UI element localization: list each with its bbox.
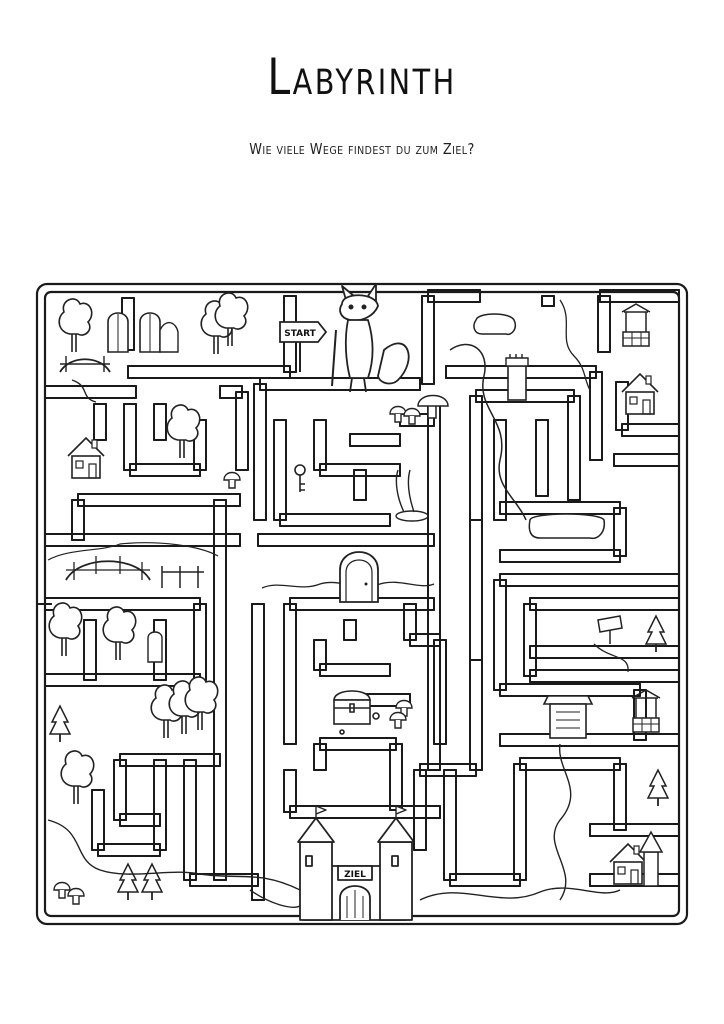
hedge-icon	[159, 322, 179, 353]
stump-icon	[147, 631, 163, 663]
river-icon	[559, 299, 591, 391]
goal-label: ZIEL	[344, 870, 366, 880]
river-icon	[593, 643, 629, 673]
page-title: Labyrinth	[267, 48, 457, 106]
tree-icon	[214, 292, 249, 347]
river-icon	[449, 343, 527, 521]
tree-icon	[58, 298, 93, 353]
signpost-icon	[597, 615, 623, 644]
mushroom-icon	[67, 887, 85, 905]
tree-icon	[647, 769, 669, 807]
tree-icon	[117, 863, 139, 901]
signpost-icon: START	[279, 321, 328, 372]
river-icon	[553, 743, 572, 901]
fox-icon	[331, 283, 410, 393]
mushroom-icon	[417, 394, 449, 419]
start-label: START	[284, 329, 316, 339]
tree-icon	[49, 705, 71, 743]
house-icon	[621, 373, 659, 415]
river-icon	[249, 889, 301, 908]
bridge-icon	[59, 356, 111, 403]
tree-icon	[141, 863, 163, 901]
tree-icon	[60, 750, 95, 805]
tree-icon	[184, 676, 219, 731]
mushroom-icon	[403, 407, 421, 425]
tower-icon	[505, 354, 529, 401]
mushroom-icon	[389, 711, 407, 729]
door-icon	[339, 551, 379, 603]
bridge-icon	[47, 542, 219, 581]
waterfall-icon	[395, 469, 429, 522]
castle-icon	[297, 805, 415, 921]
hedge-icon	[473, 313, 517, 336]
well-icon	[621, 303, 651, 347]
hut-icon	[542, 695, 594, 739]
mushroom-icon	[223, 471, 241, 489]
scenery: START	[47, 283, 669, 921]
tree-icon	[102, 606, 137, 661]
tower-icon	[638, 830, 664, 887]
fence-icon	[161, 566, 204, 588]
door-icon	[107, 312, 161, 353]
treasure-chest-icon	[333, 690, 380, 735]
tree-icon	[48, 602, 83, 657]
river-icon	[47, 819, 301, 891]
page-subtitle: Wie viele Wege findest du zum Ziel?	[249, 140, 475, 158]
key-icon	[294, 464, 306, 492]
house-icon	[67, 437, 105, 479]
hedge-icon	[528, 513, 606, 540]
river-icon	[419, 887, 621, 901]
